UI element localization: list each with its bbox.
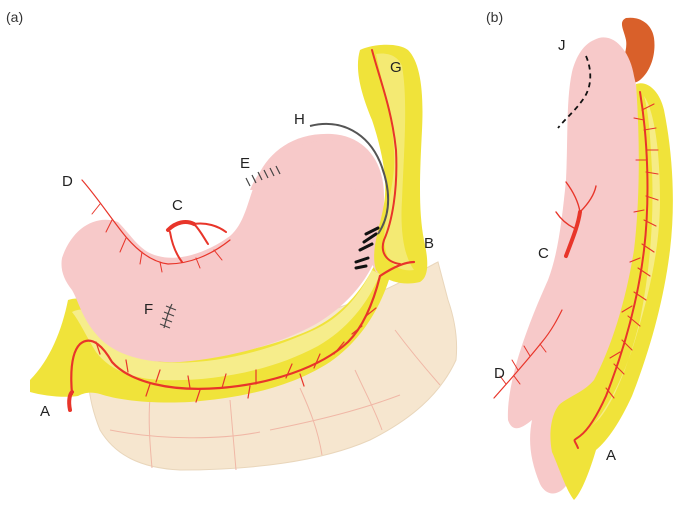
label-f: F	[144, 301, 153, 318]
label-c-b: C	[538, 245, 549, 262]
panel-a-label: (a)	[6, 9, 23, 25]
panel-a: (a)	[6, 9, 457, 470]
panel-b-label: (b)	[486, 9, 503, 25]
label-d-b: D	[494, 365, 505, 382]
panel-b: (b) J C D A	[486, 9, 673, 500]
label-a: A	[40, 403, 50, 420]
label-b: B	[424, 235, 434, 252]
label-c: C	[172, 197, 183, 214]
label-j: J	[558, 37, 566, 54]
label-a-b: A	[606, 447, 616, 464]
label-g: G	[390, 59, 402, 76]
label-h: H	[294, 111, 305, 128]
label-d: D	[62, 173, 73, 190]
label-e: E	[240, 155, 250, 172]
